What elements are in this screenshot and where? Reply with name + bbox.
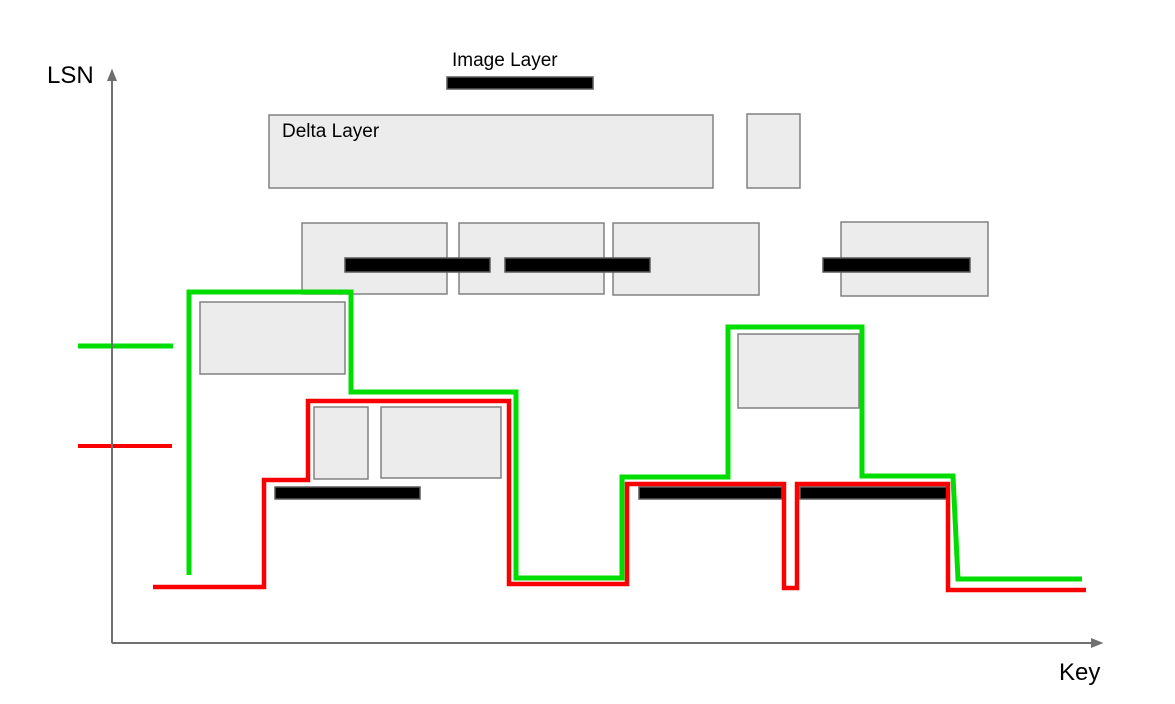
image-layer-legend-bar [446,76,594,90]
image-layer-bottom-1 [274,486,421,500]
delta-layer-small-mid [380,406,502,479]
image-layer-row2-1 [344,257,491,273]
red-lsn-line [153,398,1086,593]
green-lsn-line [186,289,1082,582]
image-layer-row2-2 [504,257,651,273]
x-axis-arrowhead [1091,638,1104,648]
y-axis-arrowhead [107,68,117,81]
delta-layer-caption: Delta Layer [282,121,380,142]
delta-layer-main [268,114,714,189]
delta-layer-hump [737,333,860,409]
image-layer-caption: Image Layer [452,50,558,71]
x-axis-label: Key [1059,659,1101,686]
delta-layer-top-small [746,113,801,189]
image-layer-row2-3 [822,257,971,273]
delta-layer-small-left [313,406,369,480]
y-axis-label: LSN [47,62,94,89]
image-layer-bottom-2 [638,486,783,500]
image-layer-bottom-3 [799,486,948,500]
delta-layer-mid-left [199,301,346,375]
